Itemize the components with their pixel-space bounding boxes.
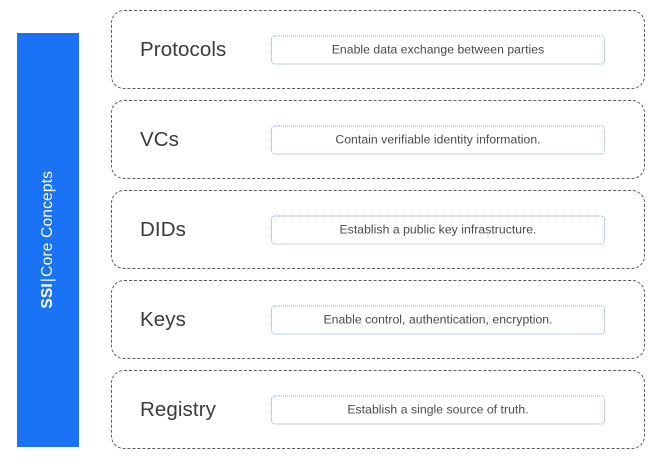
concept-label: Registry [140,397,216,421]
concept-description: Contain verifiable identity information. [335,132,541,147]
sidebar-title-separator: | [39,278,57,283]
concept-description: Establish a single source of truth. [347,402,529,417]
concept-card-registry[interactable]: Registry Establish a single source of tr… [111,370,645,449]
sidebar-title-rest: Core Concepts [39,171,57,278]
concept-description-box: Establish a single source of truth. [271,395,605,424]
concept-label: Keys [140,307,186,331]
sidebar-title-strong: SSI [39,283,57,309]
concept-description-box: Establish a public key infrastructure. [271,215,605,244]
concept-description-box: Enable data exchange between parties [271,35,605,64]
concept-card-keys[interactable]: Keys Enable control, authentication, enc… [111,280,645,359]
concept-label: Protocols [140,37,227,61]
concept-card-vcs[interactable]: VCs Contain verifiable identity informat… [111,100,645,179]
concept-card-dids[interactable]: DIDs Establish a public key infrastructu… [111,190,645,269]
sidebar-title: SSI|Core Concepts [39,171,57,309]
concept-description: Enable control, authentication, encrypti… [323,312,553,327]
concept-description: Establish a public key infrastructure. [339,222,537,237]
concept-description: Enable data exchange between parties [331,42,545,57]
sidebar-accent-bar: SSI|Core Concepts [17,33,79,447]
concept-label: VCs [140,127,180,151]
concept-card-protocols[interactable]: Protocols Enable data exchange between p… [111,10,645,89]
concept-card-stack: Protocols Enable data exchange between p… [111,10,645,450]
concept-description-box: Contain verifiable identity information. [271,125,605,154]
concept-label: DIDs [140,217,186,241]
concept-description-box: Enable control, authentication, encrypti… [271,305,605,334]
